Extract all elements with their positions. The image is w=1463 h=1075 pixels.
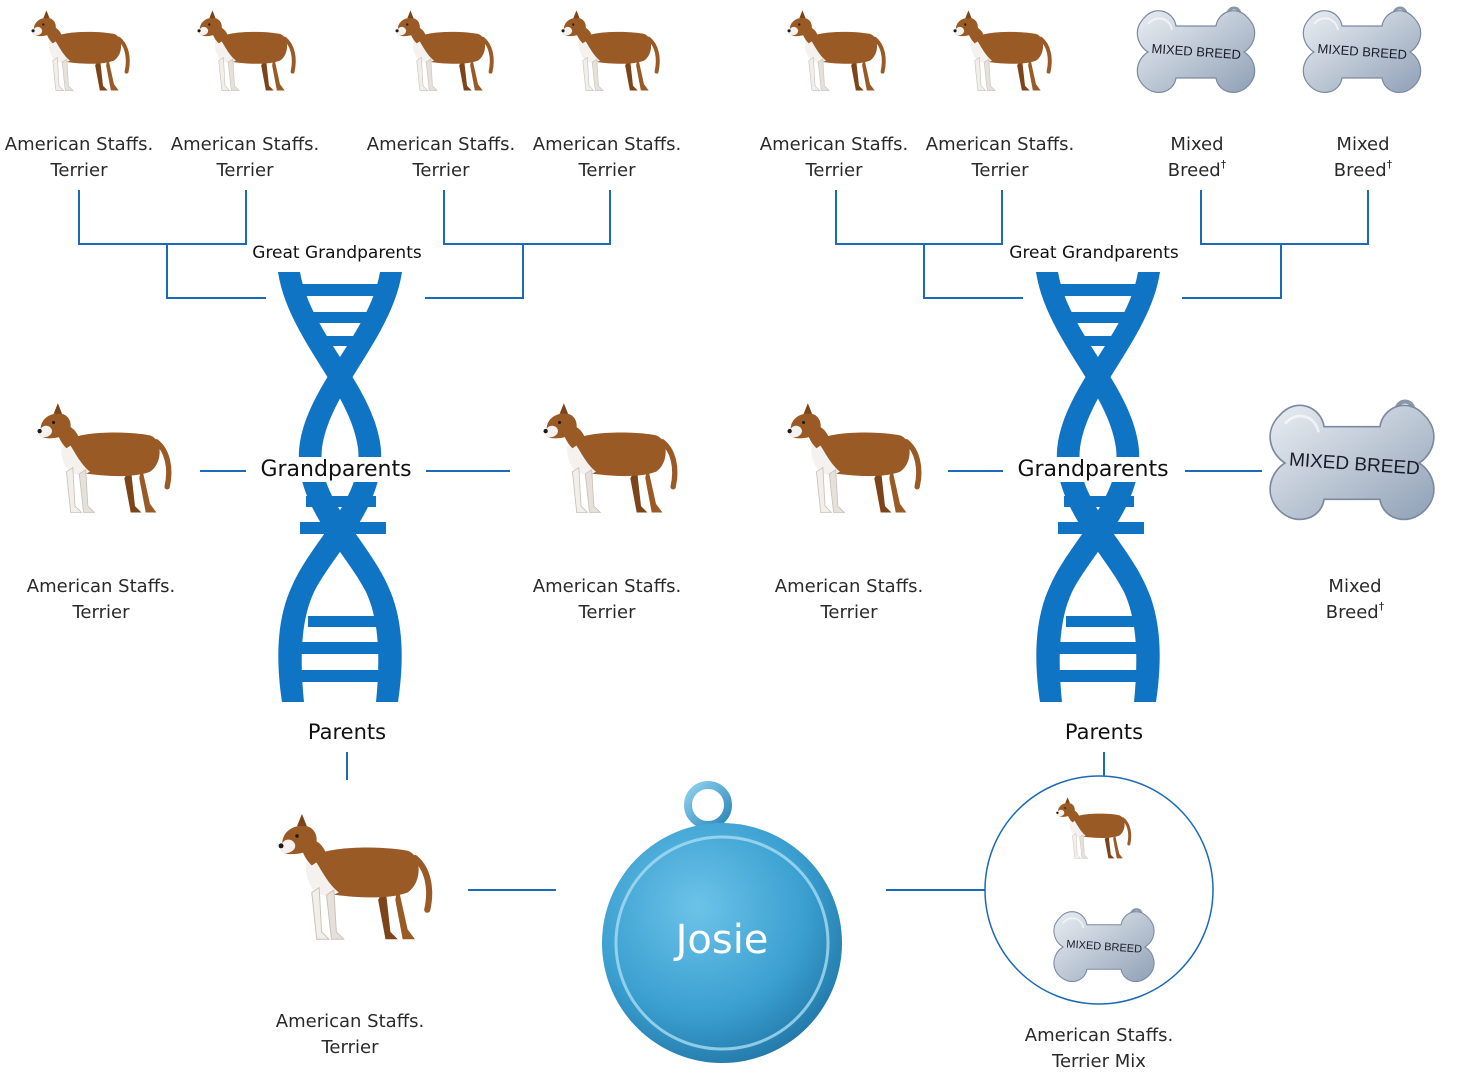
parent-right-label: American Staffs.Terrier Mix — [1024, 1025, 1174, 1072]
ggp-right-1-dog-icon — [788, 10, 884, 90]
gp-left-2-dog-icon — [544, 403, 675, 512]
gp-right-1-dog-icon — [788, 403, 919, 512]
left-grandparents-heading: Grandparents — [256, 457, 416, 482]
ggp-left-2-label: American Staffs.Terrier — [170, 134, 320, 181]
parent-left-dog-icon — [279, 814, 430, 939]
subject-name: Josie — [675, 917, 769, 963]
ggp-left-4-label: American Staffs.Terrier — [532, 134, 682, 181]
right-dna-helix-icon — [1036, 272, 1160, 702]
gp-left-2-label: American Staffs.Terrier — [532, 576, 682, 623]
left-parents-heading: Parents — [303, 720, 391, 744]
gp-left-1-label: American Staffs.Terrier — [26, 576, 176, 623]
left-bracket-lines — [78, 190, 611, 891]
right-great-grandparents-heading: Great Grandparents — [1005, 243, 1183, 263]
ggp-right-4-bone-tag-icon: MIXED BREED — [1301, 6, 1423, 94]
gp-right-1-label: American Staffs.Terrier — [774, 576, 924, 623]
right-parents-heading: Parents — [1060, 720, 1148, 744]
ggp-right-3-bone-tag-icon: MIXED BREED — [1135, 6, 1257, 94]
left-great-grandparents-heading: Great Grandparents — [248, 243, 426, 263]
parent-right-mix-circle-icon: MIXED BREED — [984, 775, 1214, 1005]
ggp-right-2-dog-icon — [954, 10, 1050, 90]
left-dna-helix-icon — [278, 272, 402, 702]
right-bracket-lines — [835, 190, 1369, 891]
svg-text:MIXED BREED: MIXED BREED — [1066, 938, 1143, 955]
ggp-right-1-label: American Staffs.Terrier — [759, 134, 909, 181]
svg-text:MIXED BREED: MIXED BREED — [1151, 41, 1241, 62]
josie-round-tag-icon — [602, 781, 842, 1063]
gp-right-2-bone-tag-icon: MIXED BREED — [1270, 402, 1434, 520]
svg-text:MIXED BREED: MIXED BREED — [1317, 41, 1407, 62]
ggp-left-3-dog-icon — [396, 10, 492, 90]
ggp-left-1-label: American Staffs.Terrier — [4, 134, 154, 181]
right-grandparents-heading: Grandparents — [1013, 457, 1173, 482]
ggp-left-2-dog-icon — [198, 10, 294, 90]
ggp-left-1-dog-icon — [32, 10, 128, 90]
parent-left-label: American Staffs.Terrier — [275, 1011, 425, 1058]
ggp-left-3-label: American Staffs.Terrier — [366, 134, 516, 181]
gp-left-1-dog-icon — [38, 403, 169, 512]
ggp-left-4-dog-icon — [562, 10, 658, 90]
ggp-right-2-label: American Staffs.Terrier — [925, 134, 1075, 181]
